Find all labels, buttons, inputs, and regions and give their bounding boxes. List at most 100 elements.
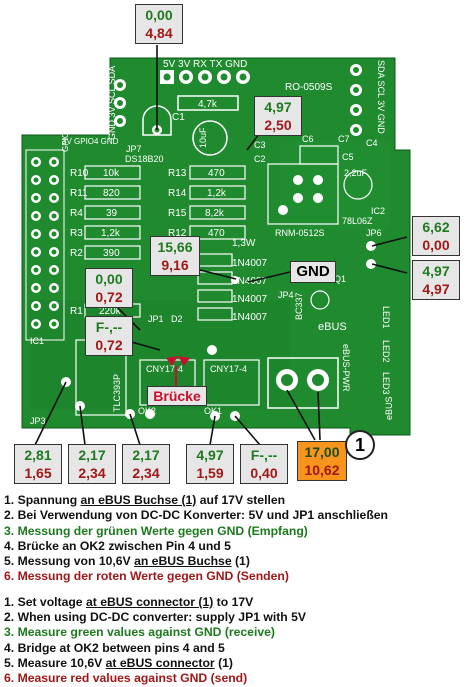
note-de-underlined-5: an eBUS Buchse [134, 554, 232, 569]
label-b1: 2,81 1,65 [14, 444, 62, 484]
cny2-label: CNY17-4 [210, 364, 247, 374]
c5-label: C5 [342, 152, 354, 162]
label-b2: 2,17 2,34 [68, 444, 116, 484]
left-top-pins-label: GND 3V SCL SDA [107, 66, 117, 140]
ok1-label: OK1 [204, 406, 222, 416]
note-de-num-4: 4. [4, 538, 18, 553]
note-de-underlined-1: an eBUS Buchse (1) [80, 493, 197, 507]
left-top-header [114, 79, 126, 127]
note-en-line-4: 4. Bridge at OK2 between pins 4 and 5 [4, 641, 470, 656]
note-en-text-3: Measure green values against GND (receiv… [17, 625, 275, 640]
label-top: 0,00 4,84 [135, 4, 183, 44]
gnd-tag: GND [290, 261, 336, 283]
label-b4-green: 4,97 [196, 447, 224, 463]
note-de-line-4: 4. Brücke an OK2 zwischen Pin 4 und 5 [4, 539, 470, 554]
label-b3-green: 2,17 [132, 447, 160, 463]
r13-label: R13 [168, 168, 187, 179]
diode-4-label: 1N4007 [232, 312, 267, 323]
c7-label: C7 [338, 134, 350, 144]
label-top-green: 0,00 [145, 7, 173, 23]
ds18b20-label: DS18B20 [125, 154, 164, 164]
label-b6-green: 17,00 [304, 444, 340, 460]
cap-10uf-label: 10uF [198, 127, 208, 148]
note-de-line-6: 6. Messung der roten Werte gegen GND (Se… [4, 569, 470, 584]
note-de-line-3: 3. Messung der grünen Werte gegen GND (E… [4, 524, 470, 539]
note-en-num-1: 1. [4, 594, 18, 609]
label-left-f-green: F-,-- [95, 319, 123, 335]
top-header-pads [160, 70, 250, 84]
label-b6-red: 10,62 [304, 462, 340, 478]
label-b3: 2,17 2,34 [122, 444, 170, 484]
note-de-post-1: auf 17V stellen [196, 493, 286, 507]
r3-label: R3 [70, 228, 83, 239]
label-left-mid-green: 0,00 [95, 271, 123, 287]
r3-value: 1,2k [101, 228, 121, 239]
led2-label: LED2 [381, 340, 391, 363]
label-b3-red: 2,34 [132, 465, 160, 481]
label-b1-green: 2,81 [24, 447, 52, 463]
r10-value: 10k [103, 168, 120, 179]
label-mid-big-green: 15,66 [157, 239, 193, 255]
cap-2u2-label: 2,2uF [344, 168, 368, 178]
diode-3-label: 1N4007 [232, 294, 267, 305]
ebus-pwr-label: eBUS-PWR [341, 344, 351, 392]
note-en-num-4: 4. [4, 640, 18, 655]
right-components: C5 C6 C7 C4 C3 C2 2,2uF 78L06Z IC2 RNM-0… [254, 134, 394, 420]
right-top-header [350, 64, 362, 136]
jp1-label: JP1 [148, 314, 164, 324]
note-en-post-1: to 17V [213, 594, 254, 609]
note-de-text-3: Messung der grünen Werte gegen GND (Empf… [17, 523, 308, 538]
model-top-label: RO-0509S [285, 82, 333, 93]
note-en-line-1: 1. Set voltage at eBUS connector (1) to … [4, 595, 470, 610]
r14-label: R14 [168, 188, 187, 199]
instructions: 1. Spannung an eBUS Buchse (1) auf 17V s… [4, 493, 470, 687]
label-jp6-bottom-green: 4,97 [422, 263, 450, 279]
jp6-label: JP6 [366, 228, 382, 238]
res-4k7-label: 4,7k [198, 99, 218, 110]
right-top-pins-label: SDA SCL 3V GND [376, 60, 386, 134]
r12-value: 470 [208, 228, 225, 239]
note-en-text-1: Set voltage [17, 594, 86, 609]
label-jp6-top-red: 0,00 [422, 237, 450, 253]
note-de-num-2: 2. [4, 508, 18, 523]
label-jp7-green: 4,97 [264, 99, 292, 115]
note-en-num-3: 3. [4, 625, 18, 640]
note-de-text-1: Spannung [17, 493, 81, 507]
ebus-connector [267, 357, 339, 409]
instructions-german: 1. Spannung an eBUS Buchse (1) auf 17V s… [4, 493, 470, 585]
label-b4-red: 1,59 [196, 465, 224, 481]
r13-value: 470 [208, 168, 225, 179]
r2-label: R2 [70, 248, 83, 259]
note-en-line-2: 2. When using DC-DC converter: supply JP… [4, 610, 470, 625]
r15-label: R15 [168, 208, 187, 219]
r4-label: R4 [70, 208, 83, 219]
cny1-label: CNY17-4 [146, 364, 183, 374]
label-b2-green: 2,17 [78, 447, 106, 463]
note-de-num-3: 3. [4, 523, 18, 538]
note-de-text-4: Brücke an OK2 zwischen Pin 4 und 5 [17, 538, 231, 553]
rnm-label: RNM-0512S [275, 228, 325, 238]
label-jp6-top-green: 6,62 [422, 219, 450, 235]
label-jp7: 4,97 2,50 [254, 96, 302, 136]
note-en-num-5: 5. [4, 655, 18, 670]
note-en-post-5: (1) [214, 655, 233, 670]
note-de-num-6: 6. [4, 569, 18, 584]
ic2-label: IC2 [371, 206, 385, 216]
r-13w-value: 1,3W [232, 238, 256, 249]
bruecke-tag: Brücke [147, 386, 207, 406]
note-en-line-3: 3. Measure green values against GND (rec… [4, 625, 470, 640]
bruecke-arrows [166, 356, 190, 388]
bottom-components: IC1 TLC393P CNY17-4 CNY17-4 JP3 JP1 D2 O… [30, 276, 260, 426]
q1-label: Q1 [334, 274, 346, 284]
label-b2-red: 2,34 [78, 465, 106, 481]
note-en-line-5: 5. Measure 10,6V at eBUS connector (1) [4, 656, 470, 671]
note-de-text-5: Messung von 10,6V [17, 554, 135, 569]
r11-value: 820 [103, 188, 120, 199]
ic1-label: IC1 [30, 336, 44, 346]
label-b5-red: 0,40 [250, 465, 278, 481]
label-jp6-top: 6,62 0,00 [412, 216, 460, 256]
note-de-text-2: Bei Verwendung von DC-DC Konverter: 5V u… [17, 508, 389, 523]
label-top-red: 4,84 [145, 25, 173, 41]
r1-value: 220k [99, 306, 122, 317]
led1-label: LED1 [381, 306, 391, 329]
